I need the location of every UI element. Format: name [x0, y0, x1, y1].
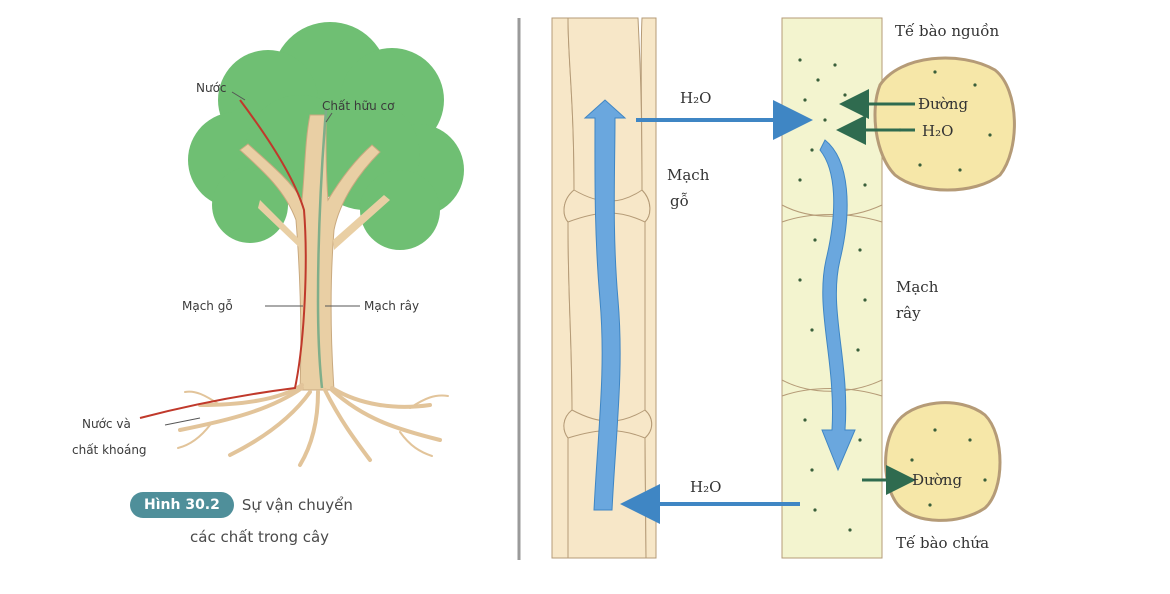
phloem-vessel [781, 17, 883, 559]
label-water: Nước [196, 81, 227, 95]
label-phloem-2: rây [896, 304, 921, 322]
label-sugar-in: Đường [918, 95, 968, 113]
caption-line-2: các chất trong cây [190, 528, 330, 546]
label-xylem-2: gỗ [670, 192, 689, 210]
label-h2o-top: H₂O [680, 89, 711, 107]
figure-number-badge: Hình 30.2 [130, 492, 234, 518]
label-source-cell: Tế bào nguồn [895, 22, 999, 40]
phloem-downward-flow-arrow [819, 139, 856, 472]
figure-caption: Hình 30.2 Sự vận chuyển [130, 492, 353, 518]
label-phloem-1: Mạch [896, 278, 939, 296]
sink-cell [884, 401, 1002, 522]
phloem-flow-line [316, 109, 328, 389]
leader-lines [164, 91, 360, 426]
label-organic-matter: Chất hữu cơ [322, 99, 395, 113]
label-h2o-bottom: H₂O [690, 478, 721, 496]
label-sink-cell: Tế bào chứa [896, 534, 989, 552]
tree-trunk [239, 114, 390, 391]
source-cell [873, 56, 1016, 192]
label-water-minerals-2: chất khoáng [72, 443, 147, 457]
xylem-vessel [551, 17, 657, 559]
label-h2o-in: H₂O [922, 122, 953, 140]
label-sugar-out: Đường [912, 471, 962, 489]
xylem-upward-flow-arrow [583, 99, 627, 511]
label-xylem: Mạch gỗ [182, 299, 233, 313]
xylem-flow-line [139, 99, 307, 419]
label-xylem-1: Mạch [667, 166, 710, 184]
label-water-minerals-1: Nước và [82, 417, 131, 431]
label-phloem: Mạch rây [364, 299, 419, 313]
tree-illustration: Nước Chất hữu cơ Mạch gỗ Mạch rây Nước v… [72, 22, 464, 467]
caption-line-1: Sự vận chuyển [241, 496, 353, 514]
tree-roots [177, 383, 449, 467]
